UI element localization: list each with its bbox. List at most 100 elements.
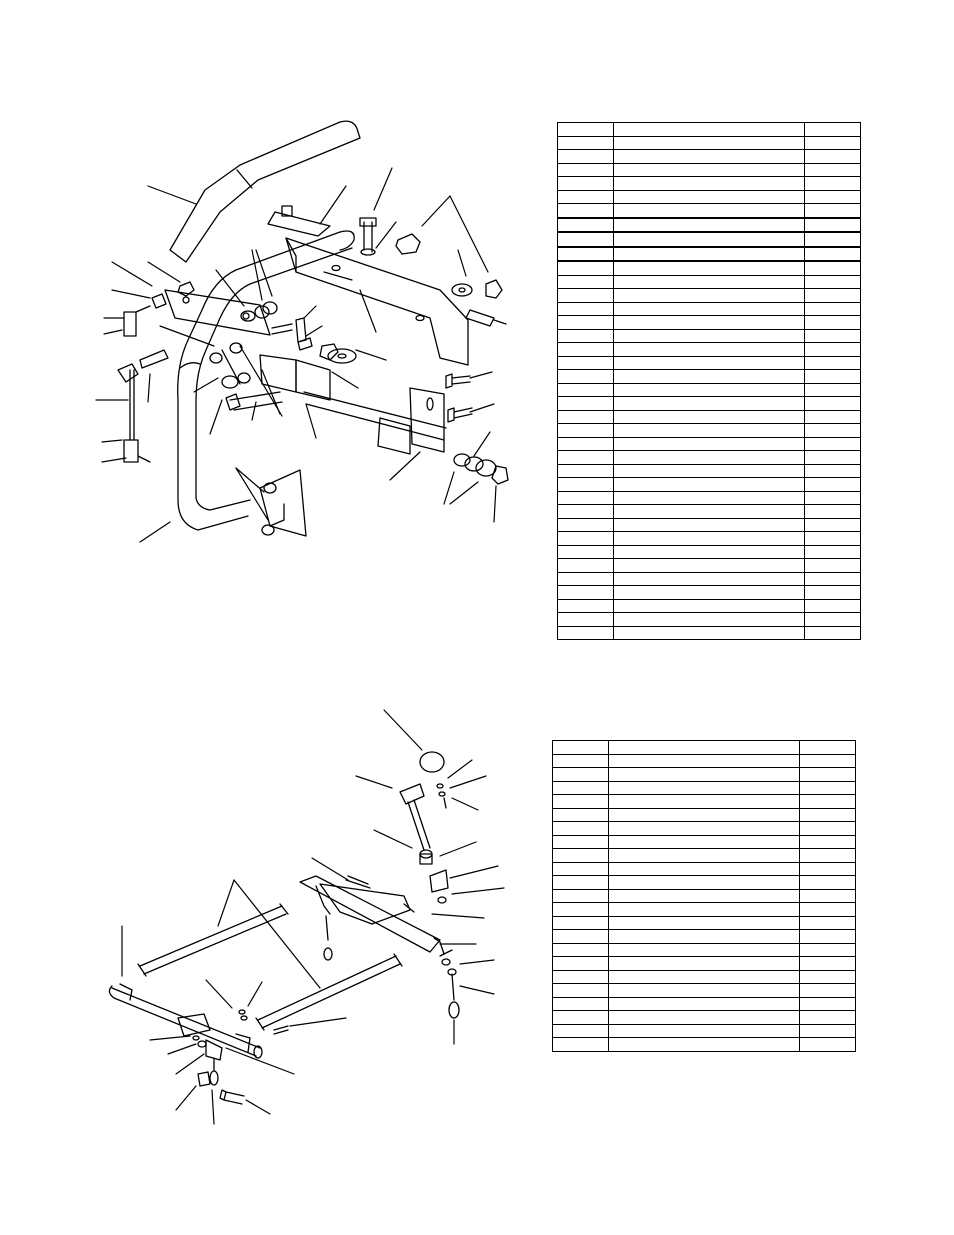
table-cell [803,463,862,478]
table-cell [803,162,862,177]
table-cell [556,423,615,438]
table-cell [803,544,862,559]
table-cell [613,612,805,627]
table-cell [608,969,800,984]
table-cell [556,342,615,357]
table-cell [613,598,805,613]
table-cell [556,612,615,627]
table-row [551,807,857,822]
table-cell [556,531,615,546]
table-cell [803,246,862,262]
table-cell [798,983,857,998]
table-row [556,315,862,330]
table-cell [798,969,857,984]
table-cell [613,189,805,204]
table-row [556,585,862,600]
table-cell [798,740,857,755]
front-lift-shaft [111,987,261,1057]
table-cell [803,409,862,424]
table-row [556,203,862,219]
table-row [551,740,857,755]
table-cell [608,794,800,809]
table-cell [798,996,857,1011]
table-cell [556,571,615,586]
table-cell [556,246,615,262]
table-row [551,1023,857,1038]
table-cell [803,231,862,248]
table-row [556,328,862,343]
table-cell [608,780,800,795]
table-cell [608,807,800,822]
table-row [551,861,857,876]
table-row [551,780,857,795]
table-cell [613,436,805,451]
rear-lift-shaft [299,875,441,953]
table-cell [551,834,610,849]
table-cell [556,328,615,343]
table-cell [798,902,857,917]
table-cell [803,315,862,330]
table-cell [556,301,615,316]
table-row [551,942,857,957]
table-row [556,274,862,289]
table-cell [556,369,615,384]
mount-plate-left [164,289,271,336]
table-cell [803,490,862,505]
lift-link-rear [257,955,401,1029]
table-cell [551,821,610,836]
table-row [556,544,862,559]
table-row [556,490,862,505]
table-cell [556,162,615,177]
handle-bar [177,231,341,531]
table-cell [803,450,862,465]
table-cell [608,983,800,998]
table-cell [556,189,615,204]
control-rod [129,369,135,441]
table-cell [556,625,615,640]
table-row [556,504,862,519]
table-cell [608,834,800,849]
table-cell [551,902,610,917]
table-cell [803,625,862,640]
table-cell [613,571,805,586]
table-cell [556,149,615,164]
table-cell [613,450,805,465]
table-cell [608,888,800,903]
table-cell [613,328,805,343]
table-cell [551,888,610,903]
table-cell [803,355,862,370]
table-cell [556,585,615,600]
upper-exploded-diagram [95,120,509,543]
table-cell [556,288,615,303]
table-cell [803,342,862,357]
table-cell [551,983,610,998]
table-cell [551,996,610,1011]
table-cell [798,861,857,876]
table-cell [613,246,805,262]
table-cell [613,396,805,411]
table-row [551,753,857,768]
table-cell [798,1023,857,1038]
table-cell [608,821,800,836]
table-cell [798,794,857,809]
table-row [556,369,862,384]
control-shaft [303,391,447,441]
table-cell [803,135,862,150]
table-cell [803,517,862,532]
table-row [556,355,862,370]
table-cell [803,477,862,492]
table-cell [556,217,615,233]
table-cell [803,598,862,613]
table-cell [551,807,610,822]
table-cell [556,490,615,505]
table-cell [556,396,615,411]
table-cell [608,1010,800,1025]
table-cell [551,848,610,863]
table-row [556,122,862,137]
table-cell [551,1023,610,1038]
table-cell [803,301,862,316]
table-cell [803,149,862,164]
handle-grip [169,120,361,263]
table-cell [551,767,610,782]
table-cell [556,315,615,330]
